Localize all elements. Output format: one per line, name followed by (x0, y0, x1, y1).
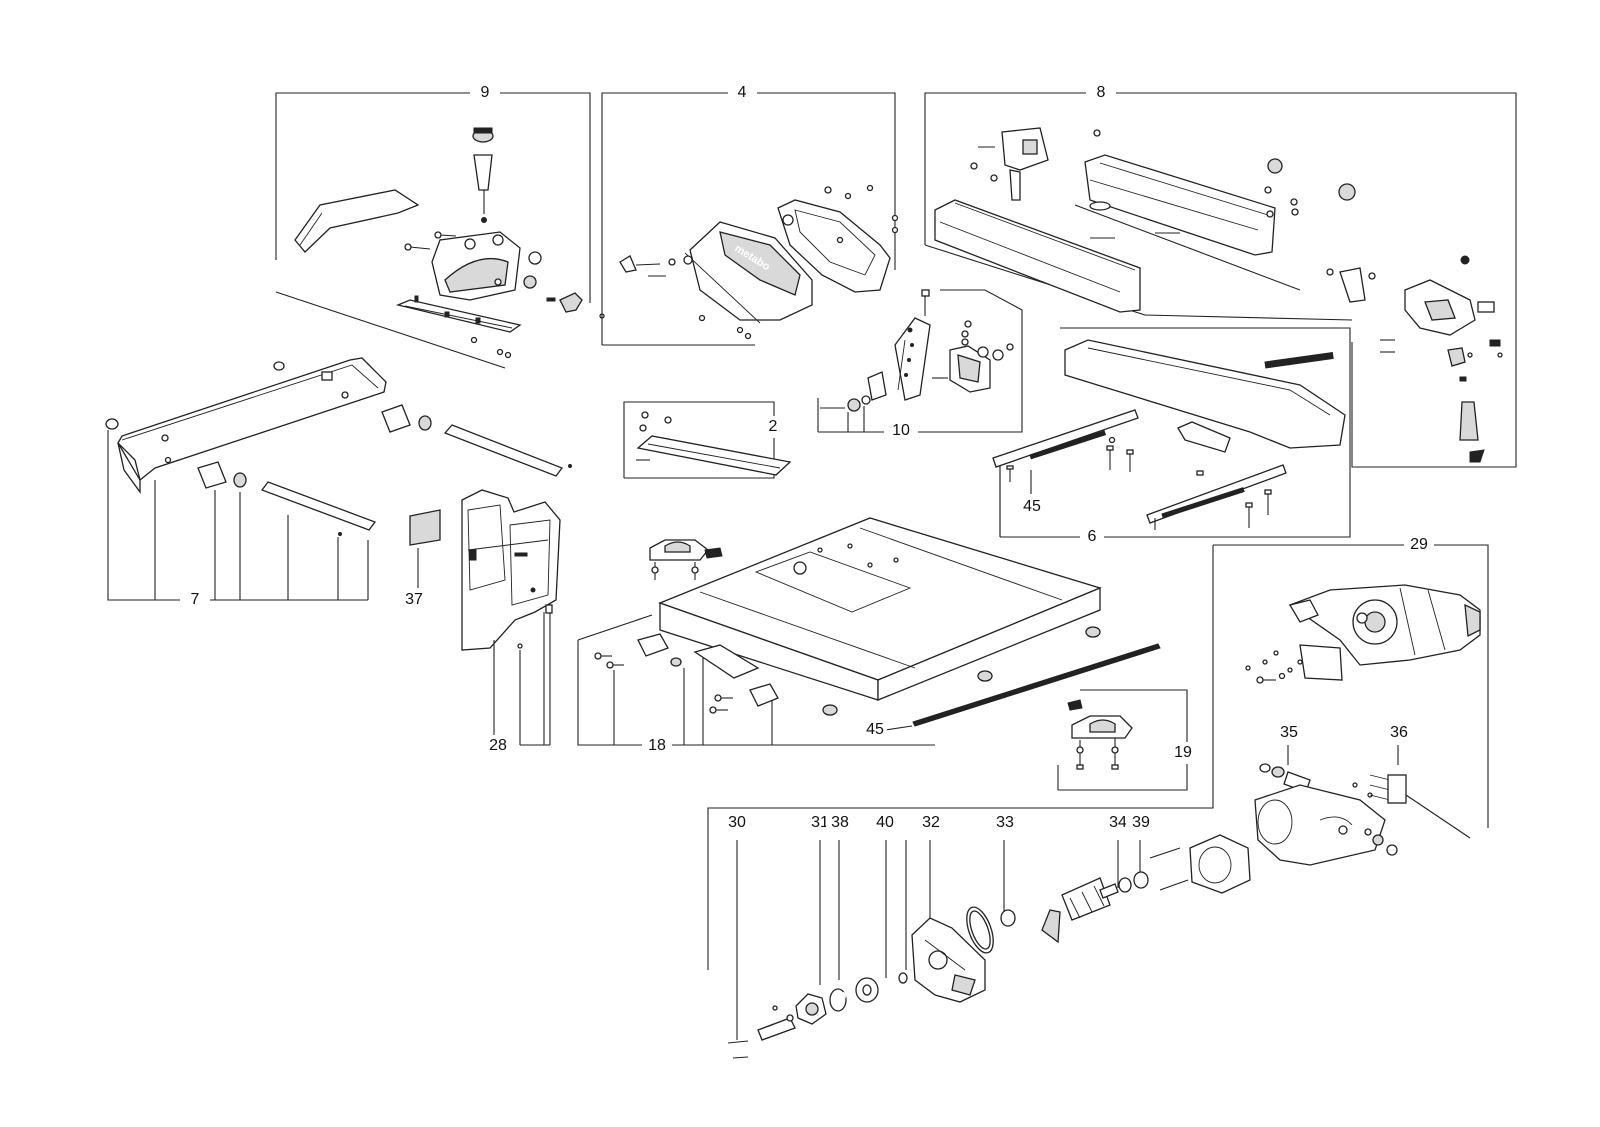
callout-29: 29 (1410, 536, 1428, 553)
group-19-rear-bracket: 19 (1057, 689, 1198, 791)
motor-internals-row: 30 31 38 40 32 33 34 39 (722, 812, 1251, 1059)
callout-8: 8 (1097, 84, 1106, 101)
callout-9: 9 (481, 84, 490, 101)
callout-35: 35 (1280, 724, 1298, 741)
callout-36: 36 (1390, 724, 1408, 741)
callout-30: 30 (728, 814, 746, 831)
callout-38: 38 (831, 814, 849, 831)
group-10-riving-knife: 10 (817, 289, 1023, 442)
group-4-blade-guard: metabo 4 (601, 82, 899, 346)
group-18-saw-table: 45 18 (577, 517, 1161, 757)
callout-33: 33 (996, 814, 1014, 831)
part-37-label: 37 (405, 509, 441, 608)
callout-10: 10 (892, 422, 910, 439)
callout-34: 34 (1109, 814, 1127, 831)
callout-45-extension: 45 (1023, 498, 1041, 515)
callout-2: 2 (769, 418, 778, 435)
callout-4: 4 (738, 84, 747, 101)
group-8-rip-fence: 8 (924, 82, 1517, 468)
callout-40: 40 (876, 814, 894, 831)
group-7-side-extension: 7 (105, 357, 572, 611)
callout-28: 28 (489, 737, 507, 754)
callout-19: 19 (1174, 744, 1192, 761)
callout-45-table: 45 (866, 721, 884, 738)
group-29-motor: 29 (707, 534, 1489, 970)
group-9-mitre-gauge: 9 (275, 82, 605, 369)
callout-31: 31 (811, 814, 829, 831)
callout-32: 32 (922, 814, 940, 831)
callout-18: 18 (648, 737, 666, 754)
group-2-insert-plate: 2 (623, 401, 792, 479)
part-35-36-brush-and-wiring: 35 36 (1254, 723, 1471, 866)
callout-37: 37 (405, 591, 423, 608)
part-28-side-panel: 28 (461, 489, 561, 757)
callout-6: 6 (1088, 528, 1097, 545)
group-6-table-extension: metabo 45 6 (992, 327, 1351, 548)
callout-7: 7 (191, 591, 200, 608)
callout-39: 39 (1132, 814, 1150, 831)
